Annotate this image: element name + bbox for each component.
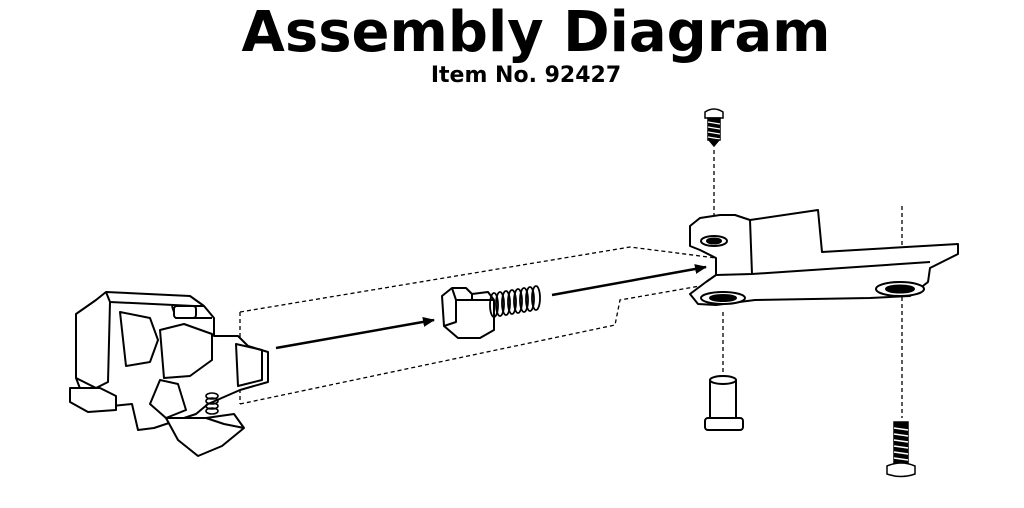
bushing-icon [704, 375, 744, 431]
mounting-bracket-icon [689, 209, 959, 306]
diagram-title: Assembly Diagram [241, 0, 831, 65]
small-screw-icon [704, 108, 724, 148]
arrow-to-bracket [551, 264, 707, 297]
arrow-to-spring [275, 316, 435, 350]
long-bolt-icon [886, 421, 916, 478]
item-number: Item No. 92427 [430, 63, 622, 88]
latch-housing-icon [69, 291, 269, 457]
spring-plunger-icon [441, 285, 541, 339]
